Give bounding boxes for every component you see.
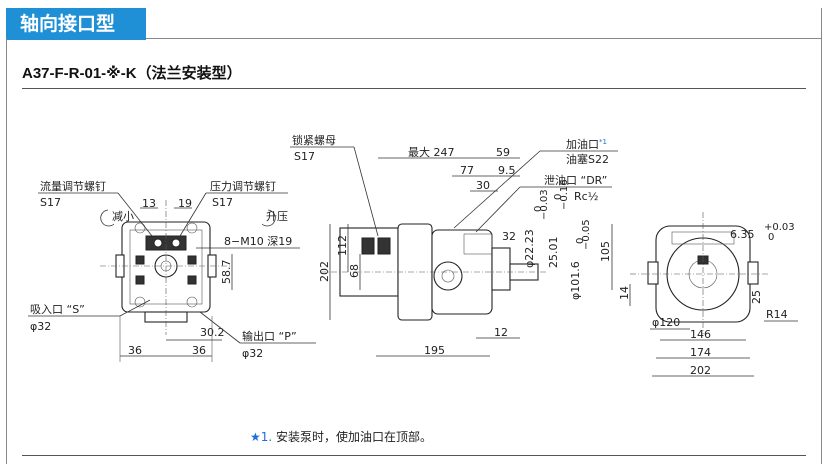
footnote-text: 安装泵时，使加油口在顶部。 (276, 430, 433, 444)
bottom-rule (22, 455, 806, 456)
bolts-label: 8−M10 深19 (224, 235, 292, 248)
tol-6-lower: 0 (768, 232, 774, 243)
dim-202-end: 202 (690, 364, 711, 377)
front-view: 流量调节螺钉 S17 压力调节螺钉 S17 减小 升压 13 19 8−M10 … (28, 179, 316, 362)
drain-size: Rc½ (574, 190, 598, 203)
dim-36-left: 36 (128, 344, 142, 357)
tol-25-lower: −0.16 (559, 179, 570, 210)
section-title: 轴向接口型 (20, 13, 116, 35)
pressure-screw-size: S17 (212, 196, 233, 209)
model-title: A37-F-R-01-※-K（法兰安装型） (22, 65, 242, 82)
flow-screw-size: S17 (40, 196, 61, 209)
lock-nut-label: 锁紧螺母 (292, 133, 336, 147)
suction-port-label: 吸入口 “S” (30, 303, 85, 316)
title-rule (22, 88, 806, 89)
outlet-port-label: 输出口 “P” (242, 329, 297, 343)
dim-25-01: 25.01 (547, 237, 560, 269)
dim-32: 32 (502, 230, 516, 243)
dim-19: 19 (178, 197, 192, 210)
footnote: ★1. 安装泵时，使加油口在顶部。 (250, 428, 432, 445)
dim-25-end: 25 (750, 290, 763, 304)
side-housing (397, 223, 433, 321)
pressure-screw-label: 压力调节螺钉 (210, 180, 276, 193)
dim-112: 112 (336, 235, 349, 256)
increase-arrow-icon (261, 209, 276, 227)
dim-202-side: 202 (318, 261, 331, 282)
dim-12: 12 (494, 326, 508, 339)
frame-right-border (821, 8, 822, 464)
dim-6-35: 6.35 (730, 228, 755, 241)
decrease-arrow-icon (100, 209, 115, 227)
lock-nut-size: S17 (294, 150, 315, 163)
tol-25-upper: 0 (553, 194, 564, 200)
dim-105: 105 (599, 241, 612, 262)
dim-max-247: 最大 247 (408, 145, 455, 159)
increase-label: 升压 (266, 210, 288, 223)
dim-68: 68 (348, 264, 361, 278)
dim-146: 146 (690, 328, 711, 341)
dim-36-right: 36 (192, 344, 206, 357)
flow-screw-label: 流量调节螺钉 (40, 179, 106, 193)
end-view: 6.35 +0.03 0 14 25 φ120 R14 146 174 202 (618, 212, 798, 377)
side-view: 锁紧螺母 S17 最大 247 59 77 9.5 30 加油口*1 油塞S22… (290, 133, 618, 357)
tol-22-lower: −0.03 (539, 189, 550, 220)
header-rule (146, 38, 822, 39)
drain-port-label: 泄油口 “DR” (544, 173, 607, 187)
dim-13: 13 (142, 197, 156, 210)
tol-22-upper: 0 (533, 206, 544, 212)
dim-58-7: 58.7 (220, 260, 233, 285)
dim-14: 14 (618, 286, 631, 300)
dim-77: 77 (460, 164, 474, 177)
dim-120: φ120 (652, 316, 680, 329)
tol-101-upper: 0 (575, 238, 586, 244)
dim-r14: R14 (766, 308, 788, 321)
dim-195: 195 (424, 344, 445, 357)
dim-30: 30 (476, 179, 490, 192)
frame-left-border (6, 38, 7, 464)
dim-22-23: φ22.23 (523, 229, 536, 268)
section-header: 轴向接口型 (6, 8, 146, 40)
tol-6-upper: +0.03 (764, 222, 795, 233)
tol-101-lower: −0.05 (581, 219, 592, 250)
outlet-dia: φ32 (242, 347, 263, 360)
decrease-label: 减小 (112, 210, 134, 223)
dim-101-6: φ101.6 (569, 261, 582, 300)
footnote-marker: ★1. (250, 430, 273, 444)
suction-dia: φ32 (30, 320, 51, 333)
fill-port-label: 加油口*1 (566, 137, 607, 151)
fill-plug-label: 油塞S22 (566, 152, 609, 166)
dim-59: 59 (496, 146, 510, 159)
dim-174: 174 (690, 346, 711, 359)
dim-9-5: 9.5 (498, 164, 516, 177)
